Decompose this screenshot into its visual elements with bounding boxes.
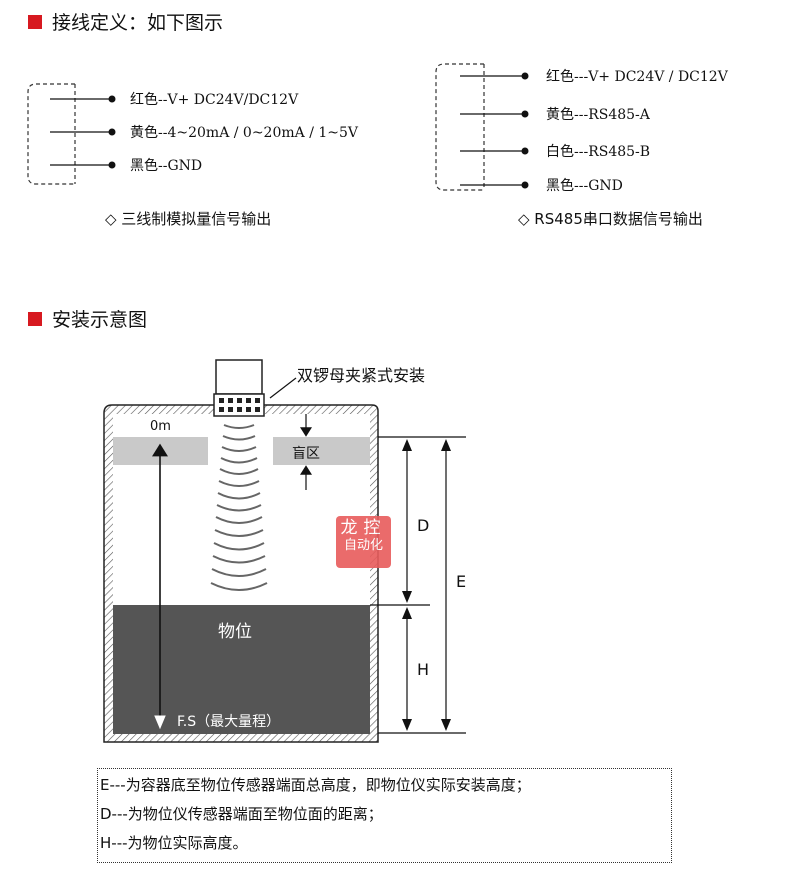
- blind-zone-right: [273, 437, 370, 465]
- definitions-box: E---为容器底至物位传感器端面总高度，即物位仪实际安装高度； D---为物位仪…: [97, 768, 672, 863]
- install-section-heading: 安装示意图: [28, 305, 147, 332]
- rs485-label-yellow: 黄色---RS485-A: [546, 107, 650, 123]
- level-label: 物位: [218, 622, 252, 642]
- three-wire-dot-red: [108, 95, 116, 103]
- install-section-title: 安装示意图: [52, 309, 148, 331]
- rs485-cable-bracket: [435, 63, 484, 191]
- zero-label: 0m: [150, 419, 171, 434]
- rs485-label-red: 红色---V+ DC24V / DC12V: [546, 69, 728, 85]
- mount-label-leader: [269, 377, 297, 399]
- definition-e: E---为容器底至物位传感器端面总高度，即物位仪实际安装高度；: [100, 776, 531, 794]
- rs485-dot-black: [521, 181, 529, 189]
- three-wire-cable-bracket: [27, 83, 75, 185]
- rs485-dot-white: [521, 147, 529, 155]
- wiring-diagram: [27, 63, 529, 191]
- rs485-label-black: 黑色---GND: [546, 178, 623, 194]
- mount-label: 双锣母夹紧式安装: [297, 366, 426, 385]
- three-wire-caption: ◇ 三线制模拟量信号输出: [105, 210, 272, 228]
- wiring-section-title: 接线定义：如下图示: [52, 12, 224, 34]
- watermark-bottom-text: 自动化: [343, 538, 383, 553]
- red-square-icon: [28, 14, 42, 29]
- three-wire-dot-black: [108, 161, 116, 169]
- definition-d: D---为物位仪传感器端面至物位面的距离；: [100, 805, 383, 823]
- red-square-icon: [28, 311, 42, 326]
- rs485-caption: ◇ RS485串口数据信号输出: [518, 210, 703, 228]
- sensor-body: [215, 359, 263, 395]
- d-label: D: [417, 516, 430, 535]
- sensor-thread: [219, 398, 260, 412]
- three-wire-label-black: 黑色--GND: [130, 158, 203, 174]
- rs485-dot-yellow: [521, 110, 529, 118]
- sensor-nut: [213, 393, 265, 417]
- watermark-logo: 龙控 自动化: [336, 516, 391, 568]
- three-wire-label-yellow: 黄色--4~20mA / 0~20mA / 1~5V: [130, 125, 359, 141]
- blind-zone-left: [113, 437, 208, 465]
- rs485-dot-red: [521, 72, 529, 80]
- three-wire-label-red: 红色--V+ DC24V/DC12V: [130, 92, 299, 108]
- fs-arrowhead: [154, 715, 166, 730]
- three-wire-dot-yellow: [108, 128, 116, 136]
- watermark-top-text: 龙控: [340, 518, 387, 538]
- definition-h: H---为物位实际高度。: [100, 834, 248, 852]
- ultrasonic-waves: [210, 424, 268, 591]
- rs485-label-white: 白色---RS485-B: [546, 144, 651, 160]
- blind-zone-label: 盲区: [292, 446, 320, 462]
- h-label: H: [417, 660, 430, 679]
- fs-label: F.S（最大量程）: [177, 714, 281, 730]
- tank-wall: [103, 404, 379, 743]
- wiring-section-heading: 接线定义：如下图示: [28, 8, 223, 35]
- e-label: E: [456, 572, 467, 591]
- tank-interior: [113, 414, 370, 734]
